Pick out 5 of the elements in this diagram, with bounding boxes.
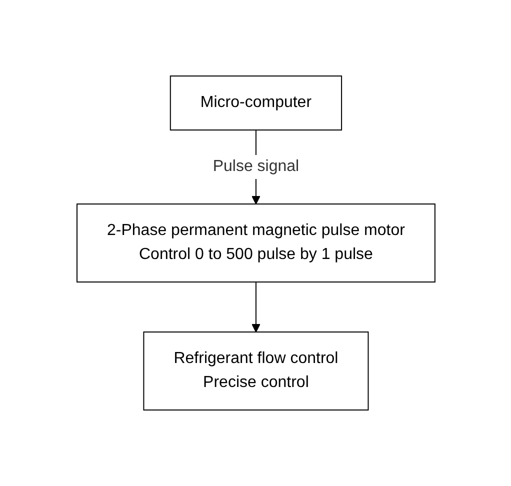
node-box: Micro-computer <box>169 76 342 130</box>
arrow <box>251 282 260 332</box>
node-box: Refrigerant flow control Precise control <box>142 332 368 410</box>
edge-label: Pulse signal <box>212 158 299 175</box>
node-box: 2-Phase permanent magnetic pulse motor Control 0 to 500 pulse by 1 pulse <box>76 204 435 282</box>
